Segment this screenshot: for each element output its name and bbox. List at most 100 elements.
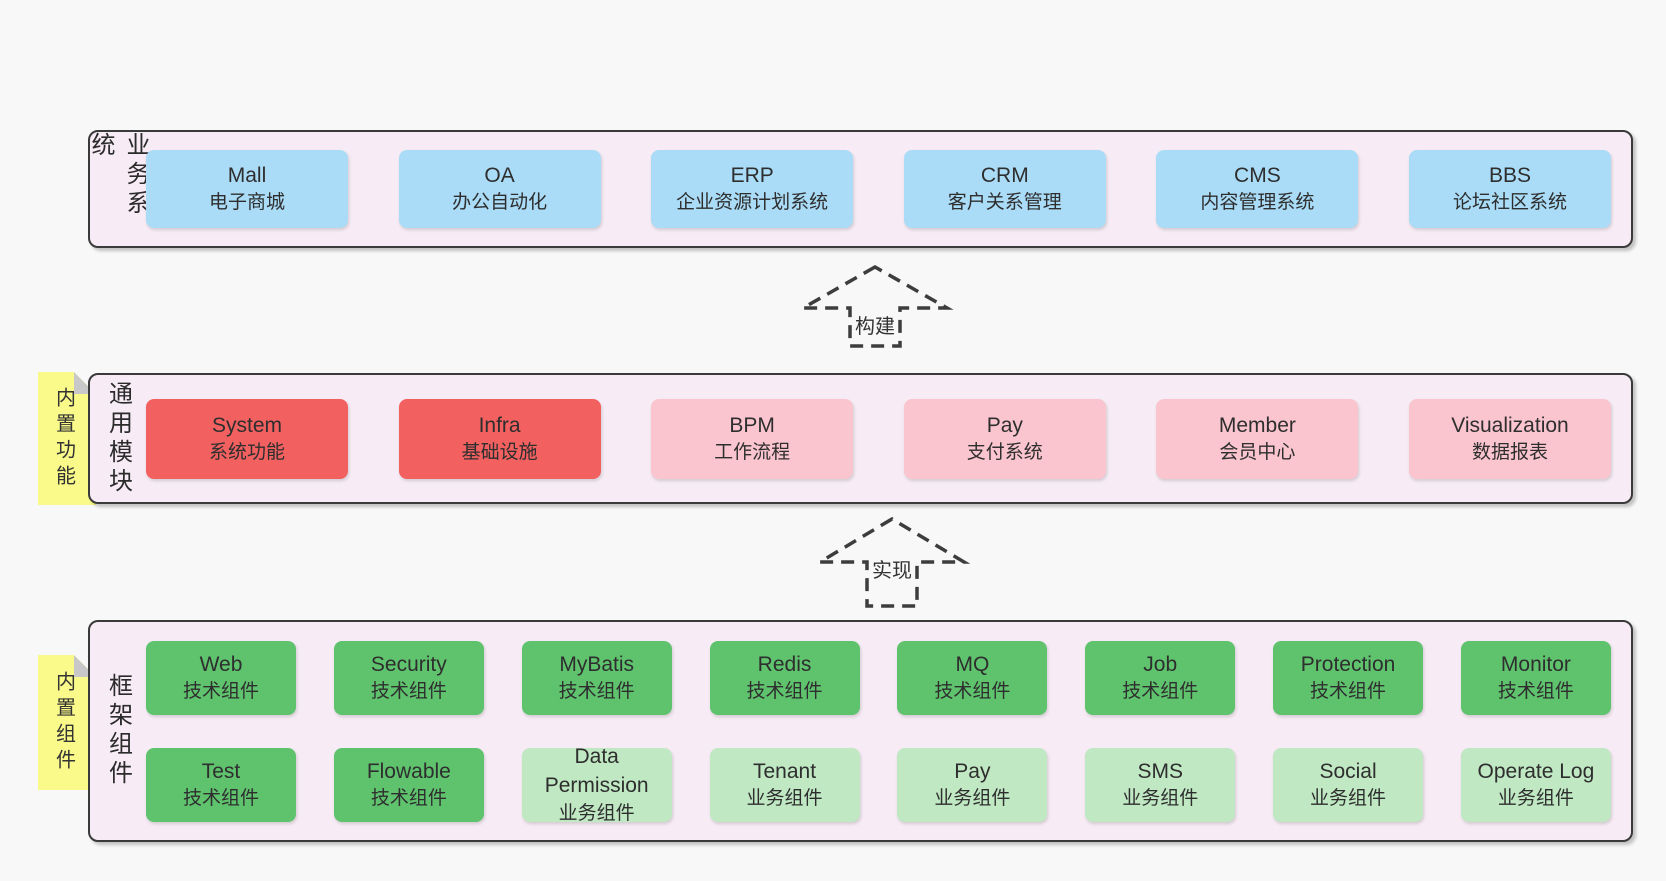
up-arrow-build: 构建 — [795, 264, 955, 348]
box-mq: MQ 技术组件 — [897, 640, 1048, 715]
box-subtitle: 技术组件 — [558, 680, 635, 702]
band-framework-components: 框架组件 Web 技术组件 Security 技术组件 MyBatis 技术组件… — [88, 620, 1633, 842]
box-member: Member 会员中心 — [1156, 398, 1359, 479]
box-subtitle: 技术组件 — [182, 787, 259, 809]
box-title: BBS — [1488, 164, 1531, 187]
box-monitor: Monitor 技术组件 — [1460, 640, 1611, 715]
box-title: CRM — [980, 164, 1029, 187]
box-subtitle: 技术组件 — [746, 680, 823, 702]
box-subtitle: 论坛社区系统 — [1452, 192, 1567, 214]
band-modules-content: System 系统功能 Infra 基础设施 BPM 工作流程 Pay 支付系统… — [146, 375, 1631, 502]
up-arrow-implement: 实现 — [812, 516, 972, 608]
box-subtitle: 会员中心 — [1219, 441, 1296, 463]
box-bbs: BBS 论坛社区系统 — [1408, 150, 1611, 228]
band-business-systems: 业务系统 Mall 电子商城 OA 办公自动化 ERP 企业资源计划系统 CRM… — [87, 130, 1633, 248]
box-operate-log: Operate Log 业务组件 — [1460, 747, 1611, 822]
box-title: Visualization — [1451, 413, 1569, 437]
box-subtitle: 技术组件 — [934, 680, 1011, 702]
box-infra: Infra 基础设施 — [398, 398, 601, 479]
box-title: BPM — [729, 413, 775, 437]
box-subtitle: 业务组件 — [1122, 787, 1199, 809]
box-subtitle: 工作流程 — [714, 441, 791, 463]
box-protection: Protection 技术组件 — [1273, 640, 1424, 715]
box-mybatis: MyBatis 技术组件 — [521, 640, 672, 715]
box-security: Security 技术组件 — [333, 640, 484, 715]
box-subtitle: 企业资源计划系统 — [676, 192, 829, 214]
box-title: Monitor — [1500, 652, 1571, 676]
box-title: Security — [370, 652, 447, 676]
box-title: SMS — [1137, 759, 1183, 783]
box-subtitle: 技术组件 — [1497, 680, 1574, 702]
box-crm: CRM 客户关系管理 — [903, 150, 1106, 228]
box-subtitle: 业务组件 — [1310, 787, 1387, 809]
band-business-content: Mall 电子商城 OA 办公自动化 ERP 企业资源计划系统 CRM 客户关系… — [146, 132, 1631, 246]
box-title: MQ — [955, 652, 990, 676]
box-data-permission: Data Permission 业务组件 — [521, 745, 672, 824]
box-subtitle: 技术组件 — [182, 680, 259, 702]
box-title: CMS — [1234, 164, 1281, 187]
box-social: Social 业务组件 — [1273, 747, 1424, 822]
band-label-framework-components: 框架组件 — [104, 673, 132, 789]
dashed-up-arrow-icon — [796, 264, 954, 348]
box-title: Web — [199, 652, 243, 676]
box-redis: Redis 技术组件 — [709, 640, 860, 715]
sticky-note-builtin-features: 内置功能 — [38, 372, 96, 505]
box-title: OA — [484, 164, 515, 187]
box-subtitle: 数据报表 — [1471, 441, 1548, 463]
box-subtitle: 电子商城 — [208, 192, 285, 214]
dashed-up-arrow-icon — [813, 516, 971, 608]
box-subtitle: 支付系统 — [966, 441, 1043, 463]
band-label-business-systems: 业务系统 — [87, 132, 149, 219]
box-title: Operate Log — [1477, 759, 1595, 783]
box-title: ERP — [730, 164, 774, 187]
box-oa: OA 办公自动化 — [398, 150, 601, 228]
box-subtitle: 业务组件 — [746, 787, 823, 809]
box-tenant: Tenant 业务组件 — [709, 747, 860, 822]
box-subtitle: 系统功能 — [208, 441, 285, 463]
box-title: Job — [1143, 652, 1178, 676]
box-subtitle: 内容管理系统 — [1200, 192, 1315, 214]
box-test: Test 技术组件 — [146, 747, 296, 822]
box-subtitle: 技术组件 — [1310, 680, 1387, 702]
box-subtitle: 客户关系管理 — [947, 192, 1062, 214]
sticky-note-text: 内置功能 — [52, 386, 75, 491]
band-components-content: Web 技术组件 Security 技术组件 MyBatis 技术组件 Redi… — [146, 622, 1631, 840]
box-title: Pay — [986, 413, 1023, 437]
box-title: Mall — [227, 164, 267, 187]
box-title: Redis — [757, 652, 812, 676]
box-subtitle: 技术组件 — [1122, 680, 1199, 702]
box-subtitle: 业务组件 — [558, 802, 635, 824]
box-title: Protection — [1300, 652, 1396, 676]
box-mall: Mall 电子商城 — [146, 150, 348, 228]
box-subtitle: 业务组件 — [1497, 787, 1574, 809]
box-subtitle: 基础设施 — [461, 441, 538, 463]
sticky-note-text: 内置组件 — [52, 670, 75, 775]
box-subtitle: 技术组件 — [370, 787, 447, 809]
arrow-build-label: 构建 — [852, 310, 898, 339]
box-sms: SMS 业务组件 — [1085, 747, 1236, 822]
box-title: Pay — [954, 759, 991, 783]
components-row-2: Test 技术组件 Flowable 技术组件 Data Permission … — [146, 745, 1611, 824]
box-title: Member — [1218, 413, 1296, 437]
box-pay-module: Pay 支付系统 — [903, 398, 1106, 479]
box-pay-component: Pay 业务组件 — [897, 747, 1048, 822]
box-job: Job 技术组件 — [1085, 640, 1236, 715]
box-web: Web 技术组件 — [146, 640, 296, 715]
box-erp: ERP 企业资源计划系统 — [651, 150, 854, 228]
box-title: Social — [1319, 759, 1377, 783]
band-common-modules: 通用模块 System 系统功能 Infra 基础设施 BPM 工作流程 Pay… — [88, 373, 1633, 504]
components-row-1: Web 技术组件 Security 技术组件 MyBatis 技术组件 Redi… — [146, 640, 1611, 715]
box-bpm: BPM 工作流程 — [651, 398, 854, 479]
band-label-common-modules: 通用模块 — [104, 380, 132, 497]
box-title: Data Permission — [544, 744, 649, 798]
box-title: System — [211, 413, 282, 437]
box-system: System 系统功能 — [146, 398, 348, 479]
arrow-implement-label: 实现 — [869, 554, 915, 583]
box-subtitle: 办公自动化 — [452, 192, 548, 214]
box-visualization: Visualization 数据报表 — [1408, 398, 1611, 479]
box-title: Flowable — [366, 759, 451, 783]
box-subtitle: 业务组件 — [934, 787, 1011, 809]
box-title: Infra — [478, 413, 521, 437]
box-title: Test — [201, 759, 241, 783]
